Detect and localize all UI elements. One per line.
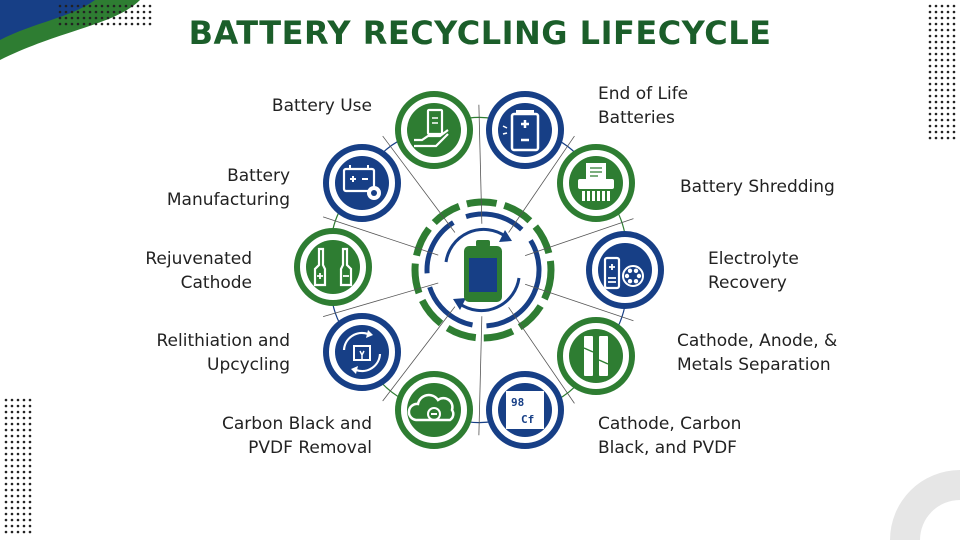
stage-label-line: Batteries bbox=[598, 108, 675, 128]
recycle-arrows bbox=[444, 227, 521, 313]
connector-spoke bbox=[382, 306, 456, 402]
stage-node bbox=[395, 91, 473, 169]
stage-label-line: Manufacturing bbox=[166, 190, 290, 210]
stage-node bbox=[586, 231, 664, 309]
decor-dots-bottom-left bbox=[4, 398, 32, 534]
stage-label-line: Electrolyte bbox=[708, 249, 799, 269]
stage-label-line: Carbon Black and bbox=[221, 414, 372, 434]
separation-icon bbox=[583, 336, 609, 376]
element-number: 98 bbox=[511, 396, 524, 409]
stage-disc bbox=[407, 383, 461, 437]
stage-node bbox=[294, 228, 372, 306]
stage-node bbox=[323, 144, 401, 222]
stage-label-line: Rejuvenated bbox=[145, 249, 252, 269]
hand-battery-icon bbox=[414, 108, 449, 148]
stage-label-line: Cathode, Carbon bbox=[598, 414, 742, 434]
stage-label-line: Battery Use bbox=[271, 96, 372, 116]
connector-spoke bbox=[322, 282, 439, 317]
stage-node bbox=[323, 313, 401, 391]
decor-top-left-swoosh bbox=[0, 0, 140, 60]
battery-icon bbox=[464, 240, 502, 302]
recycle-box-icon bbox=[342, 330, 382, 374]
stage-label-line: Relithiation and bbox=[156, 331, 291, 351]
electrolyte-icon bbox=[603, 256, 644, 290]
stage-label: Battery Shredding bbox=[680, 175, 835, 199]
element-symbol: Cf bbox=[521, 413, 534, 426]
shredder-icon bbox=[578, 163, 614, 201]
page-title: BATTERY RECYCLING LIFECYCLE bbox=[188, 14, 772, 52]
cloud-minus-icon bbox=[407, 393, 455, 422]
stage-label-line: Upcycling bbox=[207, 355, 290, 375]
stage-label-line: Black, and PVDF bbox=[598, 438, 737, 458]
connector-spoke bbox=[524, 218, 634, 257]
stage-label: Battery Use bbox=[272, 94, 372, 118]
stage-label-line: Recovery bbox=[708, 273, 787, 293]
stage-node bbox=[486, 91, 564, 169]
center-rings bbox=[411, 198, 555, 342]
connector-spoke bbox=[524, 283, 634, 322]
stage-label-line: Battery Shredding bbox=[680, 177, 835, 197]
cathode-icon bbox=[313, 247, 353, 287]
stage-node bbox=[557, 317, 635, 395]
stage-node bbox=[395, 371, 473, 449]
stage-label-line: Battery bbox=[227, 166, 290, 186]
decor-dots-top-left bbox=[58, 4, 152, 26]
connector-spoke bbox=[508, 135, 575, 233]
stage-label-line: Cathode, Anode, & bbox=[677, 331, 838, 351]
decor-dots-top-right bbox=[928, 4, 956, 140]
stage-label-line: Metals Separation bbox=[677, 355, 831, 375]
stage-label-line: End of Life bbox=[598, 84, 689, 104]
connector-spoke bbox=[478, 104, 483, 224]
stage-disc bbox=[407, 103, 461, 157]
connector-spoke bbox=[382, 135, 456, 233]
battery-charge-icon bbox=[502, 110, 540, 152]
manufacturing-icon bbox=[342, 165, 381, 200]
connector-spoke bbox=[508, 307, 575, 404]
stage-label-line: Cathode bbox=[180, 273, 252, 293]
stage-node bbox=[557, 144, 635, 222]
connector-spoke bbox=[322, 216, 439, 256]
stage-disc bbox=[569, 329, 623, 383]
stage-label: Cathode, Anode, & Metals Separation bbox=[677, 329, 837, 377]
decor-bottom-right-arc bbox=[890, 470, 960, 540]
connector-spoke bbox=[478, 316, 483, 436]
stage-label-line: PVDF Removal bbox=[248, 438, 372, 458]
